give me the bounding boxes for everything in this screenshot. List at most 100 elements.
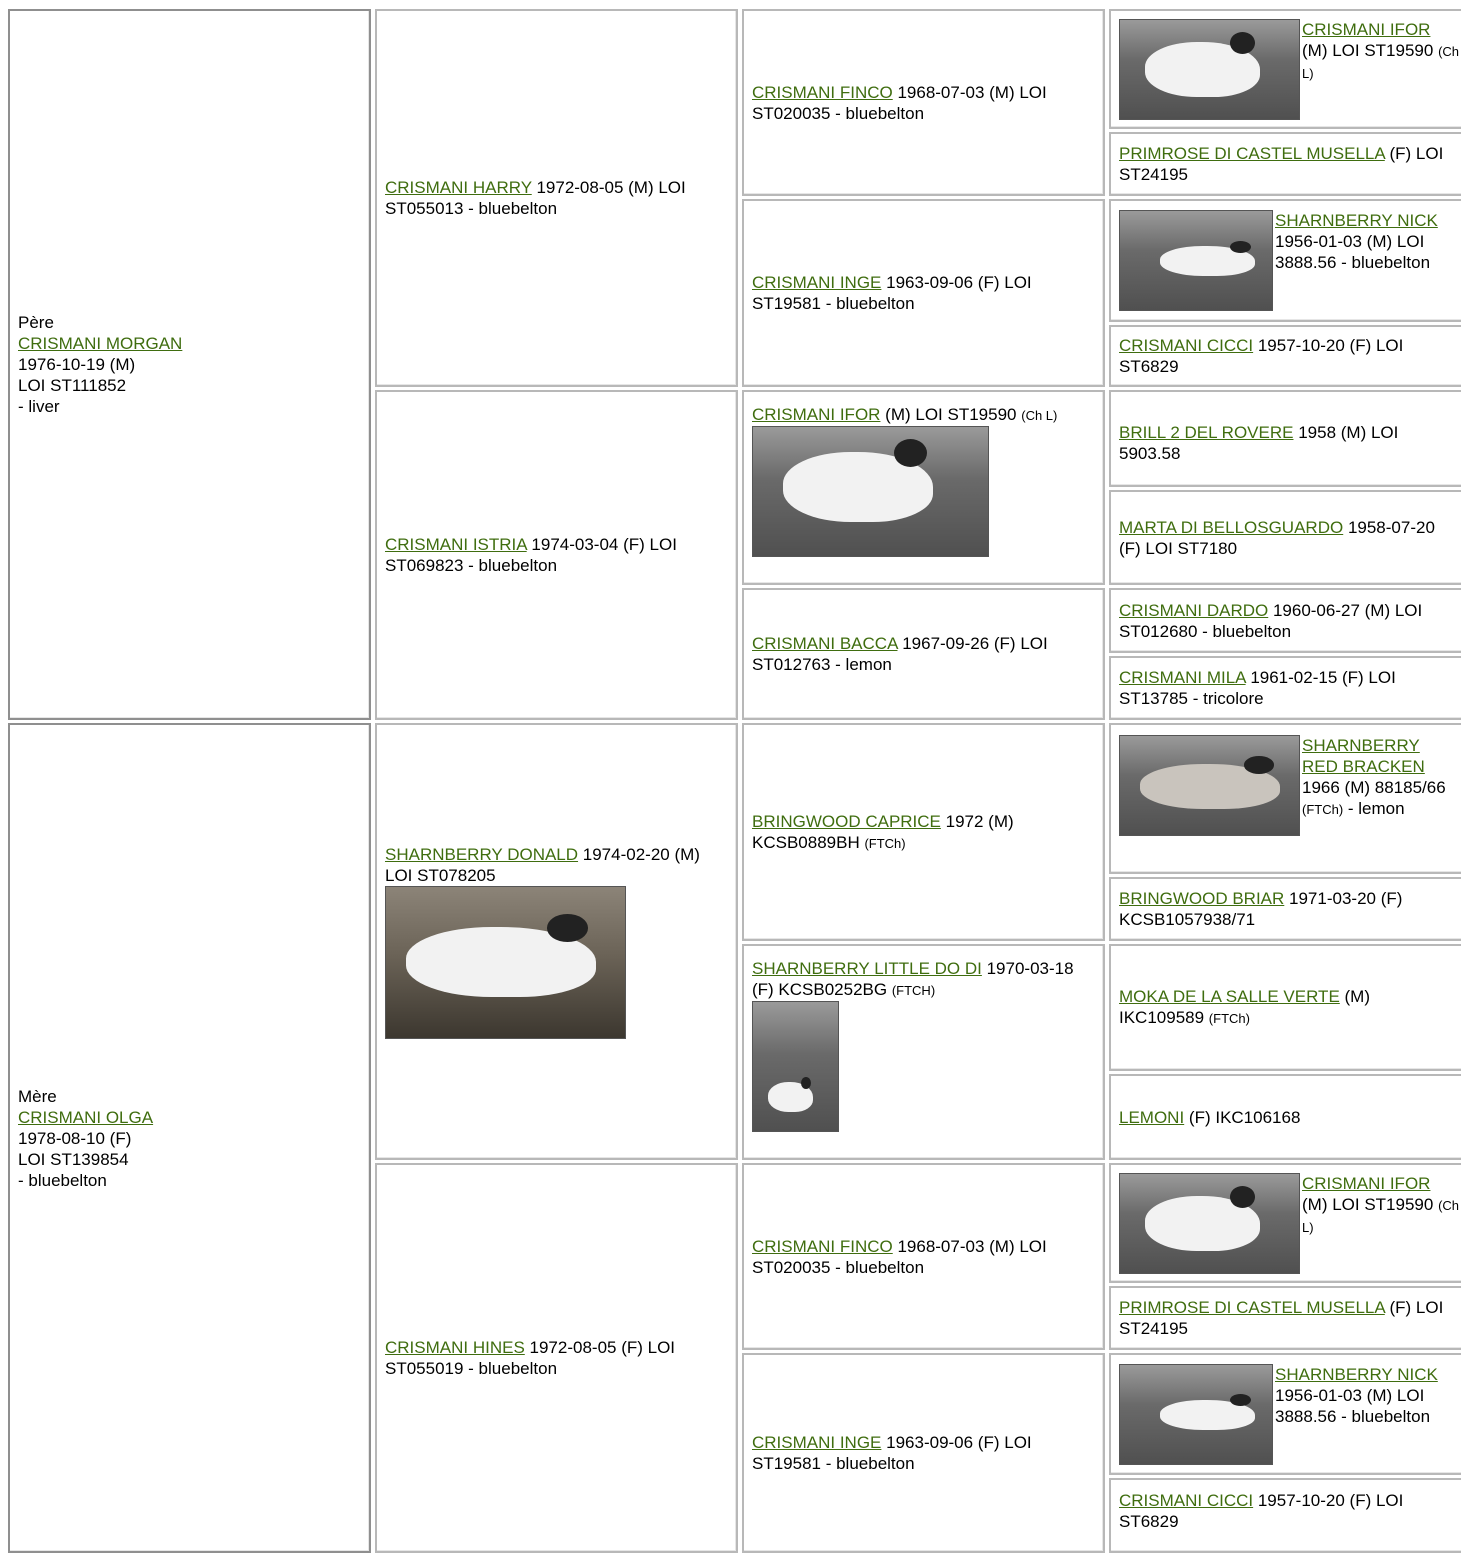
mother-role-label: Mère	[18, 1086, 57, 1106]
pedigree-cell-gen2-0: CRISMANI HARRY 1972-08-05 (M) LOI ST0550…	[375, 9, 738, 387]
dog-photo[interactable]	[1119, 1363, 1273, 1465]
dog-info: (F) LOI ST24195	[1119, 1298, 1444, 1338]
dog-title: (Ch L)	[1021, 408, 1058, 423]
dog-name-link[interactable]: PRIMROSE DI CASTEL MUSELLA	[1119, 144, 1385, 163]
pedigree-cell-gen3-3: CRISMANI BACCA 1967-09-26 (F) LOI ST0127…	[742, 588, 1105, 720]
dog-info: 1963-09-06 (F) LOI ST19581 - bluebelton	[752, 1433, 1032, 1473]
pedigree-cell-gen4-15: CRISMANI CICCI 1957-10-20 (F) LOI ST6829	[1109, 1478, 1461, 1553]
dog-name-link[interactable]: CRISMANI INGE	[752, 273, 882, 292]
pedigree-cell-gen3-2: CRISMANI IFOR (M) LOI ST19590 (Ch L)	[742, 390, 1105, 585]
dog-name-link[interactable]: CRISMANI IFOR	[1302, 19, 1431, 39]
dog-photo[interactable]	[1119, 210, 1273, 311]
pedigree-cell-gen4-14: SHARNBERRY NICK 1956-01-03 (M) LOI 3888.…	[1109, 1353, 1461, 1475]
dog-info: (M) LOI ST19590	[1302, 40, 1439, 60]
pedigree-cell-gen2-2: SHARNBERRY DONALD 1974-02-20 (M) LOI ST0…	[375, 723, 738, 1160]
pedigree-cell-gen3-0: CRISMANI FINCO 1968-07-03 (M) LOI ST0200…	[742, 9, 1105, 196]
dog-name-link[interactable]: PRIMROSE DI CASTEL MUSELLA	[1119, 1298, 1385, 1317]
pedigree-cell-gen4-6: CRISMANI DARDO 1960-06-27 (M) LOI ST0126…	[1109, 588, 1461, 653]
pedigree-cell-gen4-1: PRIMROSE DI CASTEL MUSELLA (F) LOI ST241…	[1109, 132, 1461, 196]
pedigree-cell-gen2-1: CRISMANI ISTRIA 1974-03-04 (F) LOI ST069…	[375, 390, 738, 720]
dog-info: 1974-03-04 (F) LOI ST069823 - bluebelton	[385, 535, 677, 575]
pedigree-cell-gen4-13: PRIMROSE DI CASTEL MUSELLA (F) LOI ST241…	[1109, 1286, 1461, 1350]
pedigree-cell-gen4-2: SHARNBERRY NICK 1956-01-03 (M) LOI 3888.…	[1109, 199, 1461, 322]
dog-name-link[interactable]: CRISMANI CICCI	[1119, 1491, 1254, 1510]
dog-name-link[interactable]: CRISMANI HARRY	[385, 178, 532, 197]
dog-photo[interactable]	[752, 426, 989, 557]
pedigree-cell-gen4-12: CRISMANI IFOR (M) LOI ST19590 (Ch L)	[1109, 1163, 1461, 1283]
father-name-link[interactable]: CRISMANI MORGAN	[18, 334, 183, 353]
pedigree-cell-gen3-4: BRINGWOOD CAPRICE 1972 (M) KCSB0889BH (F…	[742, 723, 1105, 941]
pedigree-cell-father: Père CRISMANI MORGAN 1976-10-19 (M) LOI …	[8, 9, 371, 720]
dog-name-link[interactable]: BRINGWOOD BRIAR	[1119, 889, 1285, 908]
mother-reg: LOI ST139854	[18, 1149, 129, 1169]
dog-name-link[interactable]: CRISMANI DARDO	[1119, 600, 1269, 620]
dog-photo[interactable]	[1119, 1172, 1300, 1274]
dog-name-link[interactable]: CRISMANI CICCI	[1119, 336, 1254, 355]
pedigree-cell-gen4-7: CRISMANI MILA 1961-02-15 (F) LOI ST13785…	[1109, 656, 1461, 720]
pedigree-cell-gen3-7: CRISMANI INGE 1963-09-06 (F) LOI ST19581…	[742, 1353, 1105, 1553]
pedigree-cell-gen4-3: CRISMANI CICCI 1957-10-20 (F) LOI ST6829	[1109, 325, 1461, 387]
dog-info: 1968-07-03 (M) LOI ST020035 - bluebelton	[752, 82, 1047, 123]
mother-color: - bluebelton	[18, 1170, 107, 1190]
dog-info: 1963-09-06 (F) LOI ST19581 - bluebelton	[752, 273, 1032, 313]
pedigree-cell-gen4-4: BRILL 2 DEL ROVERE 1958 (M) LOI 5903.58	[1109, 390, 1461, 487]
dog-name-link[interactable]: MOKA DE LA SALLE VERTE	[1119, 987, 1340, 1006]
dog-title: (Ch L)	[1302, 1197, 1460, 1235]
dog-name-link[interactable]: CRISMANI INGE	[752, 1433, 882, 1452]
dog-name-link[interactable]: CRISMANI IFOR	[752, 405, 881, 424]
pedigree-cell-gen4-10: MOKA DE LA SALLE VERTE (M) IKC109589 (FT…	[1109, 944, 1461, 1071]
dog-name-link[interactable]: BRINGWOOD CAPRICE	[752, 811, 941, 831]
pedigree-cell-gen4-8: SHARNBERRY RED BRACKEN 1966 (M) 88185/66…	[1109, 723, 1461, 874]
dog-info: 1956-01-03 (M) LOI 3888.56 - bluebelton	[1275, 1385, 1431, 1426]
mother-date: 1978-08-10 (F)	[18, 1128, 132, 1148]
dog-info: (M) IKC109589	[1119, 987, 1371, 1027]
pedigree-cell-gen3-1: CRISMANI INGE 1963-09-06 (F) LOI ST19581…	[742, 199, 1105, 387]
dog-name-link[interactable]: SHARNBERRY NICK	[1275, 211, 1438, 230]
pedigree-cell-gen4-9: BRINGWOOD BRIAR 1971-03-20 (F) KCSB10579…	[1109, 877, 1461, 941]
dog-name-link[interactable]: CRISMANI HINES	[385, 1338, 525, 1357]
dog-info: 1972-08-05 (M) LOI ST055013 - bluebelton	[385, 178, 686, 218]
dog-photo[interactable]	[1119, 18, 1300, 120]
dog-info: 1957-10-20 (F) LOI ST6829	[1119, 336, 1404, 376]
dog-info: 1957-10-20 (F) LOI ST6829	[1119, 1491, 1404, 1531]
dog-info: 1972 (M) KCSB0889BH	[752, 811, 1014, 852]
dog-title: (FTCH)	[891, 983, 936, 998]
dog-name-link[interactable]: SHARNBERRY LITTLE DO DI	[752, 959, 982, 978]
father-role-label: Père	[18, 313, 54, 332]
dog-info: (F) IKC106168	[1184, 1107, 1301, 1127]
dog-name-link[interactable]: LEMONI	[1119, 1107, 1185, 1127]
dog-title: (FTCh)	[864, 835, 906, 851]
father-color: - liver	[18, 397, 60, 416]
dog-info: 1960-06-27 (M) LOI ST012680 - bluebelton	[1119, 600, 1423, 641]
dog-title: (FTCh)	[1208, 1011, 1250, 1026]
dog-info: (M) LOI ST19590	[880, 405, 1022, 424]
dog-name-link[interactable]: SHARNBERRY RED BRACKEN	[1302, 736, 1425, 776]
dog-info: 1974-02-20 (M) LOI ST078205	[385, 845, 700, 885]
dog-name-link[interactable]: BRILL 2 DEL ROVERE	[1119, 423, 1294, 442]
dog-name-link[interactable]: CRISMANI FINCO	[752, 1236, 893, 1256]
dog-name-link[interactable]: CRISMANI BACCA	[752, 634, 898, 653]
dog-name-link[interactable]: CRISMANI FINCO	[752, 82, 893, 102]
dog-info: 1972-08-05 (F) LOI ST055019 - bluebelton	[385, 1338, 676, 1378]
dog-info: (F) LOI ST24195	[1119, 144, 1444, 184]
dog-name-link[interactable]: CRISMANI MILA	[1119, 668, 1246, 687]
dog-title: (FTCh)	[1302, 802, 1344, 817]
dog-photo[interactable]	[752, 1001, 839, 1132]
mother-name-link[interactable]: CRISMANI OLGA	[18, 1107, 154, 1127]
dog-name-link[interactable]: SHARNBERRY NICK	[1275, 1364, 1438, 1384]
dog-info: 1958-07-20 (F) LOI ST7180	[1119, 517, 1435, 558]
dog-title: (Ch L)	[1302, 43, 1460, 81]
dog-info: 1968-07-03 (M) LOI ST020035 - bluebelton	[752, 1236, 1047, 1277]
dog-name-link[interactable]: CRISMANI ISTRIA	[385, 535, 527, 554]
pedigree-cell-gen3-5: SHARNBERRY LITTLE DO DI 1970-03-18 (F) K…	[742, 944, 1105, 1160]
dog-photo[interactable]	[385, 886, 626, 1039]
dog-info: 1966 (M) 88185/66	[1302, 778, 1446, 797]
dog-info-color: - lemon	[1343, 799, 1405, 818]
dog-name-link[interactable]: MARTA DI BELLOSGUARDO	[1119, 517, 1344, 537]
dog-name-link[interactable]: CRISMANI IFOR	[1302, 1173, 1431, 1193]
dog-info: (M) LOI ST19590	[1302, 1194, 1439, 1214]
dog-info: 1967-09-26 (F) LOI ST012763 - lemon	[752, 634, 1048, 674]
dog-photo[interactable]	[1119, 735, 1300, 836]
dog-info: 1971-03-20 (F) KCSB1057938/71	[1119, 889, 1403, 929]
dog-name-link[interactable]: SHARNBERRY DONALD	[385, 845, 579, 864]
